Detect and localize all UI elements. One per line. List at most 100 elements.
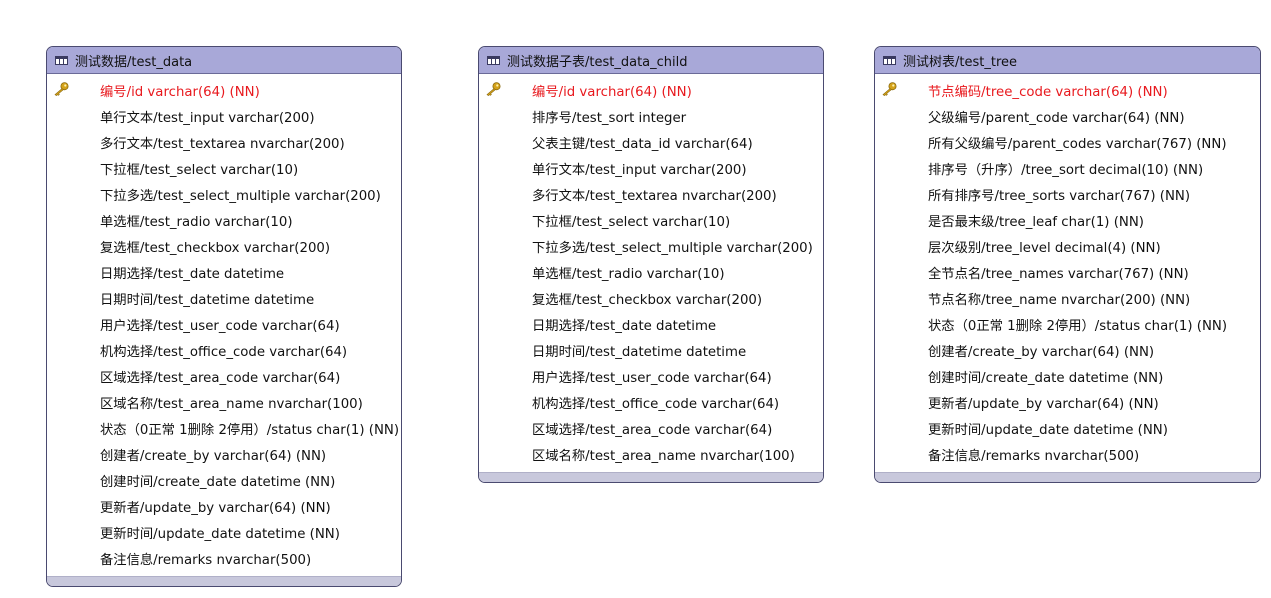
column-label: 多行文本/test_textarea nvarchar(200) — [532, 188, 777, 204]
column-label: 更新时间/update_date datetime (NN) — [100, 526, 340, 542]
table-column[interactable]: 父表主键/test_data_id varchar(64) — [479, 129, 823, 155]
table-column[interactable]: 单行文本/test_input varchar(200) — [47, 103, 401, 129]
table-column[interactable]: 多行文本/test_textarea nvarchar(200) — [47, 129, 401, 155]
column-label: 所有排序号/tree_sorts varchar(767) (NN) — [928, 188, 1191, 204]
table-column[interactable]: 备注信息/remarks nvarchar(500) — [875, 441, 1260, 467]
key-icon — [486, 82, 501, 96]
column-label: 节点编码/tree_code varchar(64) (NN) — [928, 84, 1168, 100]
table-column[interactable]: 节点名称/tree_name nvarchar(200) (NN) — [875, 285, 1260, 311]
column-label: 父表主键/test_data_id varchar(64) — [532, 136, 753, 152]
table-column[interactable]: 状态（0正常 1删除 2停用）/status char(1) (NN) — [47, 415, 401, 441]
table-column[interactable]: 创建时间/create_date datetime (NN) — [875, 363, 1260, 389]
table-column[interactable]: 单行文本/test_input varchar(200) — [479, 155, 823, 181]
table-column[interactable]: 创建时间/create_date datetime (NN) — [47, 467, 401, 493]
column-label: 创建者/create_by varchar(64) (NN) — [928, 344, 1155, 360]
table-column[interactable]: 下拉多选/test_select_multiple varchar(200) — [479, 233, 823, 259]
table-column[interactable]: 创建者/create_by varchar(64) (NN) — [47, 441, 401, 467]
column-label: 用户选择/test_user_code varchar(64) — [100, 318, 340, 334]
table-icon — [487, 55, 500, 65]
column-label: 节点名称/tree_name nvarchar(200) (NN) — [928, 292, 1191, 308]
table-column[interactable]: 区域选择/test_area_code varchar(64) — [479, 415, 823, 441]
table-column[interactable]: 多行文本/test_textarea nvarchar(200) — [479, 181, 823, 207]
table-column[interactable]: 创建者/create_by varchar(64) (NN) — [875, 337, 1260, 363]
column-label: 用户选择/test_user_code varchar(64) — [532, 370, 772, 386]
column-label: 编号/id varchar(64) (NN) — [532, 84, 692, 100]
column-label: 区域名称/test_area_name nvarchar(100) — [100, 396, 363, 412]
table-column[interactable]: 复选框/test_checkbox varchar(200) — [479, 285, 823, 311]
table-column[interactable]: 下拉框/test_select varchar(10) — [47, 155, 401, 181]
table-title: 测试数据子表/test_data_child — [507, 54, 688, 70]
column-label: 备注信息/remarks nvarchar(500) — [928, 448, 1140, 464]
table-column[interactable]: 区域名称/test_area_name nvarchar(100) — [479, 441, 823, 467]
table-column[interactable]: 下拉多选/test_select_multiple varchar(200) — [47, 181, 401, 207]
table-column[interactable]: 排序号/test_sort integer — [479, 103, 823, 129]
table-columns: 编号/id varchar(64) (NN) 单行文本/test_input va… — [47, 74, 401, 571]
table-column[interactable]: 更新时间/update_date datetime (NN) — [875, 415, 1260, 441]
table-column[interactable]: 更新者/update_by varchar(64) (NN) — [875, 389, 1260, 415]
table-column[interactable]: 单选框/test_radio varchar(10) — [479, 259, 823, 285]
table-test-tree[interactable]: 测试树表/test_tree 节点编码/tree_code varchar(64)… — [874, 46, 1261, 483]
column-label: 日期选择/test_date datetime — [532, 318, 717, 334]
table-test-data-child[interactable]: 测试数据子表/test_data_child 编号/id varchar(64) … — [478, 46, 824, 483]
table-column[interactable]: 日期时间/test_datetime datetime — [47, 285, 401, 311]
table-header[interactable]: 测试树表/test_tree — [875, 47, 1260, 74]
table-header[interactable]: 测试数据/test_data — [47, 47, 401, 74]
table-column[interactable]: 排序号（升序）/tree_sort decimal(10) (NN) — [875, 155, 1260, 181]
table-column[interactable]: 全节点名/tree_names varchar(767) (NN) — [875, 259, 1260, 285]
table-column[interactable]: 区域名称/test_area_name nvarchar(100) — [47, 389, 401, 415]
table-column[interactable]: 机构选择/test_office_code varchar(64) — [47, 337, 401, 363]
column-label: 更新者/update_by varchar(64) (NN) — [928, 396, 1159, 412]
column-label: 单行文本/test_input varchar(200) — [532, 162, 747, 178]
table-column[interactable]: 所有父级编号/parent_codes varchar(767) (NN) — [875, 129, 1260, 155]
table-title: 测试树表/test_tree — [903, 54, 1017, 70]
table-column[interactable]: 下拉框/test_select varchar(10) — [479, 207, 823, 233]
primary-key-column[interactable]: 节点编码/tree_code varchar(64) (NN) — [875, 77, 1260, 103]
column-label: 排序号（升序）/tree_sort decimal(10) (NN) — [928, 162, 1204, 178]
column-label: 下拉框/test_select varchar(10) — [100, 162, 299, 178]
column-label: 单行文本/test_input varchar(200) — [100, 110, 315, 126]
column-label: 是否最末级/tree_leaf char(1) (NN) — [928, 214, 1144, 230]
column-label: 父级编号/parent_code varchar(64) (NN) — [928, 110, 1185, 126]
column-label: 创建时间/create_date datetime (NN) — [928, 370, 1164, 386]
column-label: 单选框/test_radio varchar(10) — [100, 214, 293, 230]
column-label: 下拉框/test_select varchar(10) — [532, 214, 731, 230]
table-column[interactable]: 是否最末级/tree_leaf char(1) (NN) — [875, 207, 1260, 233]
table-column[interactable]: 父级编号/parent_code varchar(64) (NN) — [875, 103, 1260, 129]
table-column[interactable]: 更新时间/update_date datetime (NN) — [47, 519, 401, 545]
table-column[interactable]: 用户选择/test_user_code varchar(64) — [47, 311, 401, 337]
table-column[interactable]: 更新者/update_by varchar(64) (NN) — [47, 493, 401, 519]
table-column[interactable]: 单选框/test_radio varchar(10) — [47, 207, 401, 233]
table-column[interactable]: 备注信息/remarks nvarchar(500) — [47, 545, 401, 571]
table-column[interactable]: 层次级别/tree_level decimal(4) (NN) — [875, 233, 1260, 259]
table-column[interactable]: 用户选择/test_user_code varchar(64) — [479, 363, 823, 389]
column-label: 下拉多选/test_select_multiple varchar(200) — [100, 188, 381, 204]
column-label: 层次级别/tree_level decimal(4) (NN) — [928, 240, 1161, 256]
column-label: 区域名称/test_area_name nvarchar(100) — [532, 448, 795, 464]
table-icon — [55, 55, 68, 65]
table-footer — [47, 576, 401, 586]
column-label: 日期时间/test_datetime datetime — [532, 344, 747, 360]
table-columns: 节点编码/tree_code varchar(64) (NN) 父级编号/pare… — [875, 74, 1260, 467]
column-label: 创建者/create_by varchar(64) (NN) — [100, 448, 327, 464]
table-column[interactable]: 状态（0正常 1删除 2停用）/status char(1) (NN) — [875, 311, 1260, 337]
table-test-data[interactable]: 测试数据/test_data 编号/id varchar(64) (NN) 单行文本… — [46, 46, 402, 587]
column-label: 机构选择/test_office_code varchar(64) — [532, 396, 780, 412]
table-column[interactable]: 所有排序号/tree_sorts varchar(767) (NN) — [875, 181, 1260, 207]
primary-key-column[interactable]: 编号/id varchar(64) (NN) — [47, 77, 401, 103]
primary-key-column[interactable]: 编号/id varchar(64) (NN) — [479, 77, 823, 103]
table-column[interactable]: 复选框/test_checkbox varchar(200) — [47, 233, 401, 259]
table-column[interactable]: 日期选择/test_date datetime — [479, 311, 823, 337]
table-column[interactable]: 日期选择/test_date datetime — [47, 259, 401, 285]
table-column[interactable]: 日期时间/test_datetime datetime — [479, 337, 823, 363]
column-label: 复选框/test_checkbox varchar(200) — [532, 292, 763, 308]
table-header[interactable]: 测试数据子表/test_data_child — [479, 47, 823, 74]
column-label: 更新者/update_by varchar(64) (NN) — [100, 500, 331, 516]
column-label: 备注信息/remarks nvarchar(500) — [100, 552, 312, 568]
table-column[interactable]: 机构选择/test_office_code varchar(64) — [479, 389, 823, 415]
column-label: 排序号/test_sort integer — [532, 110, 687, 126]
table-column[interactable]: 区域选择/test_area_code varchar(64) — [47, 363, 401, 389]
column-label: 日期选择/test_date datetime — [100, 266, 285, 282]
column-label: 复选框/test_checkbox varchar(200) — [100, 240, 331, 256]
table-columns: 编号/id varchar(64) (NN) 排序号/test_sort inte… — [479, 74, 823, 467]
column-label: 更新时间/update_date datetime (NN) — [928, 422, 1168, 438]
